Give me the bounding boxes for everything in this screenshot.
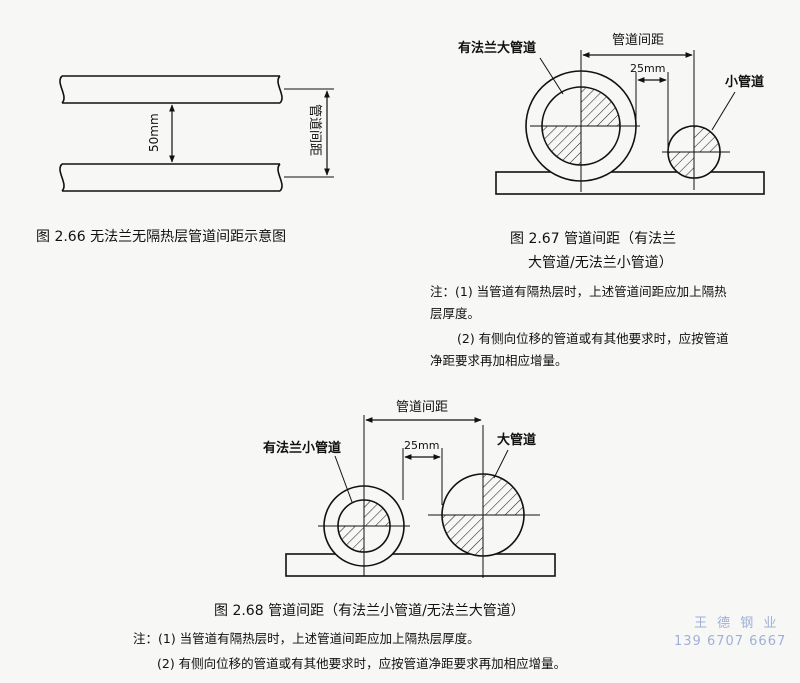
fig68-base-plate	[285, 553, 556, 577]
fig67-25mm-label: 25mm	[630, 62, 665, 75]
watermark-name: 王 德 钢 业	[694, 616, 780, 631]
fig68-note2: (2) 有侧向位移的管道或有其他要求时，应按管道净距要求再加相应增量。	[157, 656, 567, 671]
fig68-small-pipe-label: 有法兰小管道	[263, 440, 341, 456]
fig67-note1-line1: 注：(1) 当管道有隔热层时，上述管道间距应加上隔热	[430, 284, 727, 299]
fig68-caption: 图 2.68 管道间距（有法兰小管道/无法兰大管道）	[214, 603, 525, 619]
fig67-note2-line1: (2) 有侧向位移的管道或有其他要求时，应按管道	[457, 331, 729, 346]
fig66-bottom-pipe	[59, 163, 283, 192]
fig68-note1: 注：(1) 当管道有隔热层时，上述管道间距应加上隔热层厚度。	[133, 631, 480, 646]
fig66-drawing	[59, 75, 334, 192]
fig67-note1-line2: 层厚度。	[430, 306, 481, 321]
fig68-spacing-label: 管道间距	[396, 400, 448, 415]
fig67-big-pipe-label: 有法兰大管道	[458, 40, 536, 56]
fig67-caption-line2: 大管道/无法兰小管道）	[528, 255, 673, 271]
watermark-phone: 139 6707 6667	[674, 634, 787, 649]
fig67-drawing	[495, 50, 765, 195]
fig66-50mm-label: 50mm	[147, 113, 161, 152]
fig68-big-pipe-label: 大管道	[497, 432, 536, 448]
fig67-caption-line1: 图 2.67 管道间距（有法兰	[510, 231, 677, 247]
fig66-spacing-label: 管道间距	[307, 104, 322, 156]
fig67-base-plate	[495, 171, 765, 195]
fig68-25mm-label: 25mm	[404, 439, 439, 452]
fig67-note2-line2: 净距要求再加相应增量。	[430, 353, 568, 368]
fig68-drawing	[285, 415, 556, 578]
fig66-top-pipe	[59, 75, 283, 104]
fig67-small-pipe-label: 小管道	[725, 74, 764, 90]
fig67-spacing-label: 管道间距	[612, 33, 664, 48]
fig66-caption: 图 2.66 无法兰无隔热层管道间距示意图	[36, 229, 287, 245]
